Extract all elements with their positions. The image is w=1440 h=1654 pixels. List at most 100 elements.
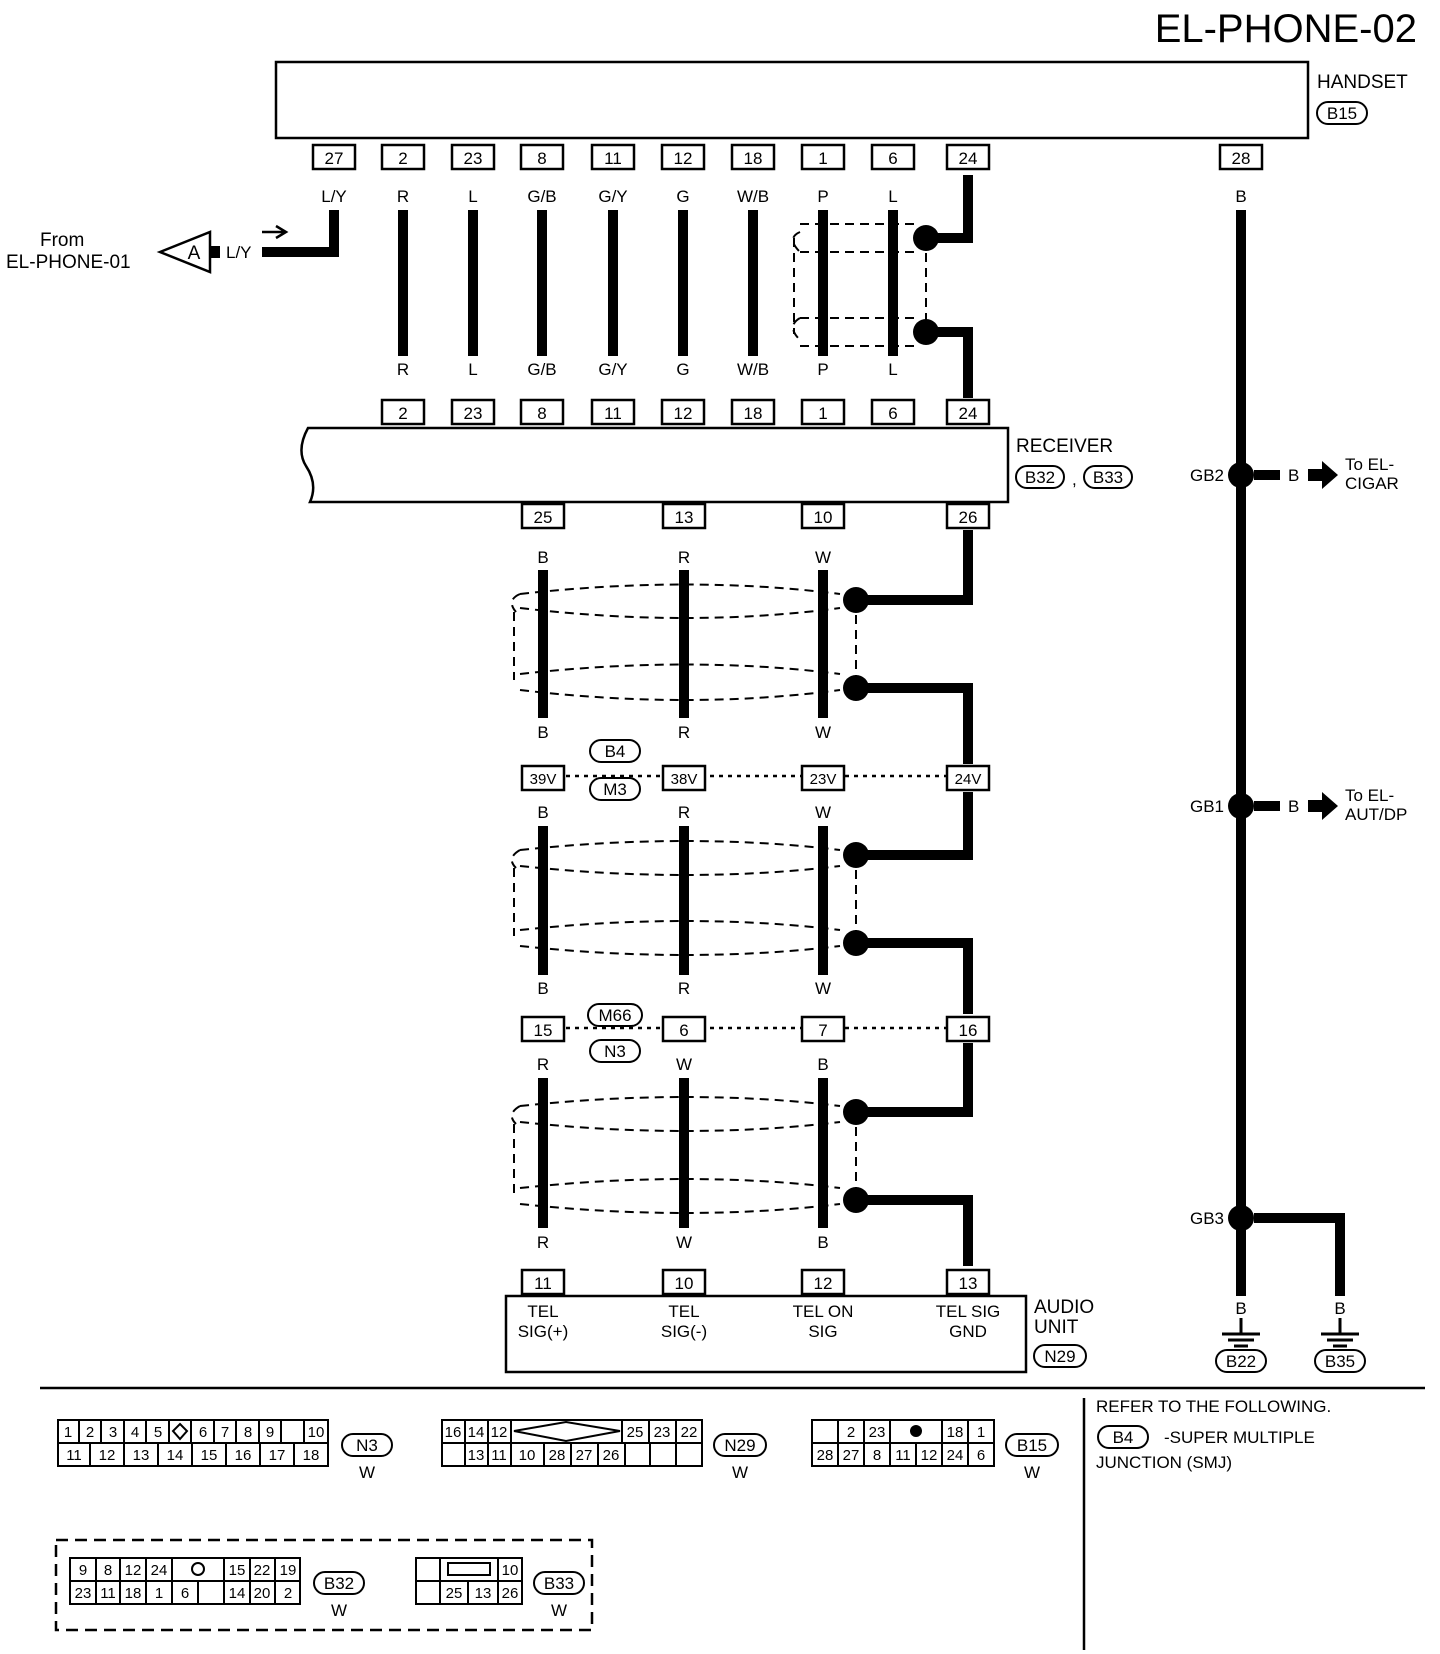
svg-text:39V: 39V [530,771,557,788]
receiver-pin-6: 6 [870,398,916,426]
junction1-connector-b4: B4 [589,739,641,763]
note-connector-badge [1097,1425,1149,1449]
junction2-pin-7: 7 [800,1015,846,1043]
svg-text:2: 2 [284,1585,292,1602]
arrow-right-icon [1308,792,1338,820]
svg-text:SIG: SIG [808,1322,837,1341]
receiver-pin-12: 12 [660,398,706,426]
svg-text:N3: N3 [356,1436,378,1455]
wire-color-label: G/Y [598,360,627,379]
svg-text:5: 5 [154,1424,162,1441]
svg-text:18: 18 [303,1447,320,1464]
svg-text:28: 28 [1232,149,1251,168]
svg-text:28: 28 [549,1447,566,1464]
svg-text:23: 23 [869,1424,886,1441]
audio-pin-11: 11 [520,1268,566,1296]
svg-text:9: 9 [266,1424,274,1441]
svg-text:B33: B33 [544,1574,574,1593]
receiver-connector-badge [1083,465,1133,489]
audio-pin-10: 10 [661,1268,707,1296]
svg-text:10: 10 [814,508,833,527]
svg-text:18: 18 [125,1585,142,1602]
ground-b35-label: B35 [1325,1352,1355,1371]
wire-color-label: L [468,187,477,206]
svg-text:24: 24 [947,1447,964,1464]
handset-pin-8: 8 [519,143,565,171]
svg-text:15: 15 [201,1447,218,1464]
svg-text:M66: M66 [598,1006,631,1025]
wire-color-label: B [537,803,548,822]
svg-text:16: 16 [445,1424,462,1441]
wire-color-label: B [537,723,548,742]
audio-unit-label: AUDIO [1034,1297,1094,1318]
receiver-pin-8: 8 [519,398,565,426]
handset-pin-23: 23 [450,143,496,171]
ground-b22-icon [1222,1318,1260,1348]
wire-color-label: G/B [527,187,556,206]
svg-text:23: 23 [464,404,483,423]
svg-text:6: 6 [888,149,897,168]
signal-arrow-icon [262,224,289,240]
connector-view-n3: 1 2 3 4 5 6 7 8 9 10 11 12 13 14 15 16 1… [57,1419,393,1482]
junction2-connector-n3: N3 [589,1039,641,1063]
handset-label: HANDSET [1317,72,1408,93]
receiver-pin-13: 13 [661,502,707,530]
svg-text:23: 23 [75,1585,92,1602]
wire-shield-26 [862,530,973,605]
shield-b [510,840,869,956]
svg-text:11: 11 [534,1274,552,1293]
wire-color-label: G [676,187,689,206]
svg-text:1: 1 [818,149,827,168]
wire-color-label: R [678,548,690,567]
receiver-pin-11: 11 [590,398,636,426]
svg-text:18: 18 [947,1424,964,1441]
wire-color-label: W [676,1233,692,1252]
svg-text:2: 2 [86,1424,94,1441]
svg-text:23: 23 [654,1424,671,1441]
shield-c [510,1096,869,1214]
svg-text:23: 23 [464,149,483,168]
svg-text:20: 20 [254,1585,271,1602]
connector-a-flag: A [156,230,212,274]
svg-text:TEL: TEL [668,1302,699,1321]
svg-text:6: 6 [181,1585,189,1602]
svg-text:W: W [1024,1463,1040,1482]
svg-text:24: 24 [959,404,978,423]
svg-text:B4: B4 [605,742,626,761]
wire-color-label: R [397,360,409,379]
terminal-tel-on-sig: TEL ON SIG [793,1302,854,1341]
wire-color-label: B [817,1233,828,1252]
svg-text:13: 13 [133,1447,150,1464]
gb1-wire-color: B [1288,797,1299,816]
junction1-pin-24v: 24V [945,764,991,792]
svg-text:16: 16 [235,1447,252,1464]
svg-text:27: 27 [843,1447,860,1464]
svg-text:TEL ON: TEL ON [793,1302,854,1321]
svg-text:8: 8 [873,1447,881,1464]
svg-text:W: W [551,1601,567,1620]
svg-text:13: 13 [675,508,694,527]
svg-text:18: 18 [744,404,763,423]
audio-pin-12: 12 [800,1268,846,1296]
svg-text:27: 27 [325,149,344,168]
svg-text:15: 15 [229,1562,246,1579]
gb3-label: GB3 [1190,1209,1224,1228]
from-target: EL-PHONE-01 [6,252,131,273]
svg-text:24V: 24V [955,771,982,788]
wire-color-label: L [888,360,897,379]
receiver-pin-2: 2 [380,398,426,426]
audio-unit-label: UNIT [1034,1317,1079,1338]
wire-color-label: L [888,187,897,206]
page-title: EL-PHONE-02 [1155,7,1417,51]
ground-b35-icon [1321,1318,1359,1348]
svg-text:W: W [732,1463,748,1482]
handset-connector-label: B15 [1327,104,1357,123]
note-connector-label: B4 [1113,1428,1134,1447]
svg-text:18: 18 [744,149,763,168]
svg-text:GND: GND [949,1322,987,1341]
wire-color-label: B [537,979,548,998]
wire-shield-16-b [862,1043,973,1117]
gb1-label: GB1 [1190,797,1224,816]
svg-text:13: 13 [959,1274,978,1293]
svg-text:22: 22 [681,1424,698,1441]
